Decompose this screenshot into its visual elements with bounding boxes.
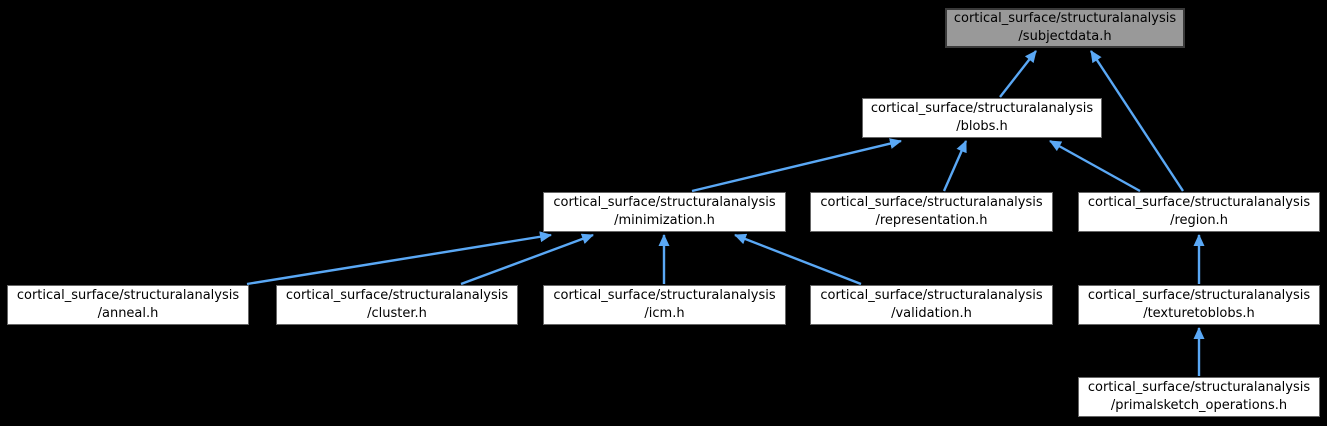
node-label-line1: cortical_surface/structuralanalysis — [1087, 380, 1311, 395]
edge-minimization-to-blobs — [691, 138, 902, 193]
edge-representation-to-blobs — [942, 140, 968, 192]
edge-blobs-to-subjectdata — [999, 50, 1037, 98]
node-minimization[interactable]: cortical_surface/structuralanalysis /min… — [543, 192, 786, 232]
node-label-line2: /icm.h — [644, 306, 685, 321]
edge-region-to-subjectdata — [1089, 50, 1185, 192]
node-label-line2: /anneal.h — [97, 306, 159, 321]
edge-validation-to-minimization — [734, 233, 862, 286]
node-label-line2: /region.h — [1170, 213, 1228, 228]
node-label-line1: cortical_surface/structuralanalysis — [1087, 195, 1311, 210]
node-subjectdata[interactable]: cortical_surface/structuralanalysis /sub… — [945, 8, 1185, 48]
edge-cluster-to-minimization — [460, 233, 594, 286]
node-label-line2: /blobs.h — [956, 119, 1008, 134]
node-icm[interactable]: cortical_surface/structuralanalysis /icm… — [543, 285, 786, 325]
node-label-line1: cortical_surface/structuralanalysis — [953, 11, 1177, 26]
node-label-line2: /primalsketch_operations.h — [1110, 398, 1288, 413]
node-label-line2: /validation.h — [891, 306, 972, 321]
node-label-line1: cortical_surface/structuralanalysis — [16, 288, 240, 303]
node-label-line2: /minimization.h — [614, 213, 715, 228]
node-texturetoblobs[interactable]: cortical_surface/structuralanalysis /tex… — [1078, 285, 1320, 325]
edge-anneal-to-minimization — [246, 231, 552, 286]
node-label-line2: /cluster.h — [367, 306, 427, 321]
node-label-line1: cortical_surface/structuralanalysis — [820, 288, 1043, 303]
node-label-line2: /representation.h — [875, 213, 988, 228]
node-label-line2: /texturetoblobs.h — [1143, 306, 1255, 321]
node-blobs[interactable]: cortical_surface/structuralanalysis /blo… — [862, 98, 1102, 138]
node-label-line1: cortical_surface/structuralanalysis — [1087, 288, 1311, 303]
node-label-line1: cortical_surface/structuralanalysis — [553, 288, 776, 303]
node-anneal[interactable]: cortical_surface/structuralanalysis /ann… — [7, 285, 249, 325]
node-label-line1: cortical_surface/structuralanalysis — [820, 195, 1043, 210]
edge-region-to-blobs — [1049, 139, 1141, 193]
node-primalsketch-operations[interactable]: cortical_surface/structuralanalysis /pri… — [1078, 377, 1320, 417]
node-region[interactable]: cortical_surface/structuralanalysis /reg… — [1078, 192, 1320, 232]
node-validation[interactable]: cortical_surface/structuralanalysis /val… — [810, 285, 1053, 325]
node-cluster[interactable]: cortical_surface/structuralanalysis /clu… — [276, 285, 518, 325]
node-label-line1: cortical_surface/structuralanalysis — [553, 195, 776, 210]
node-label-line1: cortical_surface/structuralanalysis — [870, 101, 1094, 116]
node-label-line1: cortical_surface/structuralanalysis — [285, 288, 509, 303]
node-label-line2: /subjectdata.h — [1018, 29, 1112, 44]
node-representation[interactable]: cortical_surface/structuralanalysis /rep… — [810, 192, 1053, 232]
